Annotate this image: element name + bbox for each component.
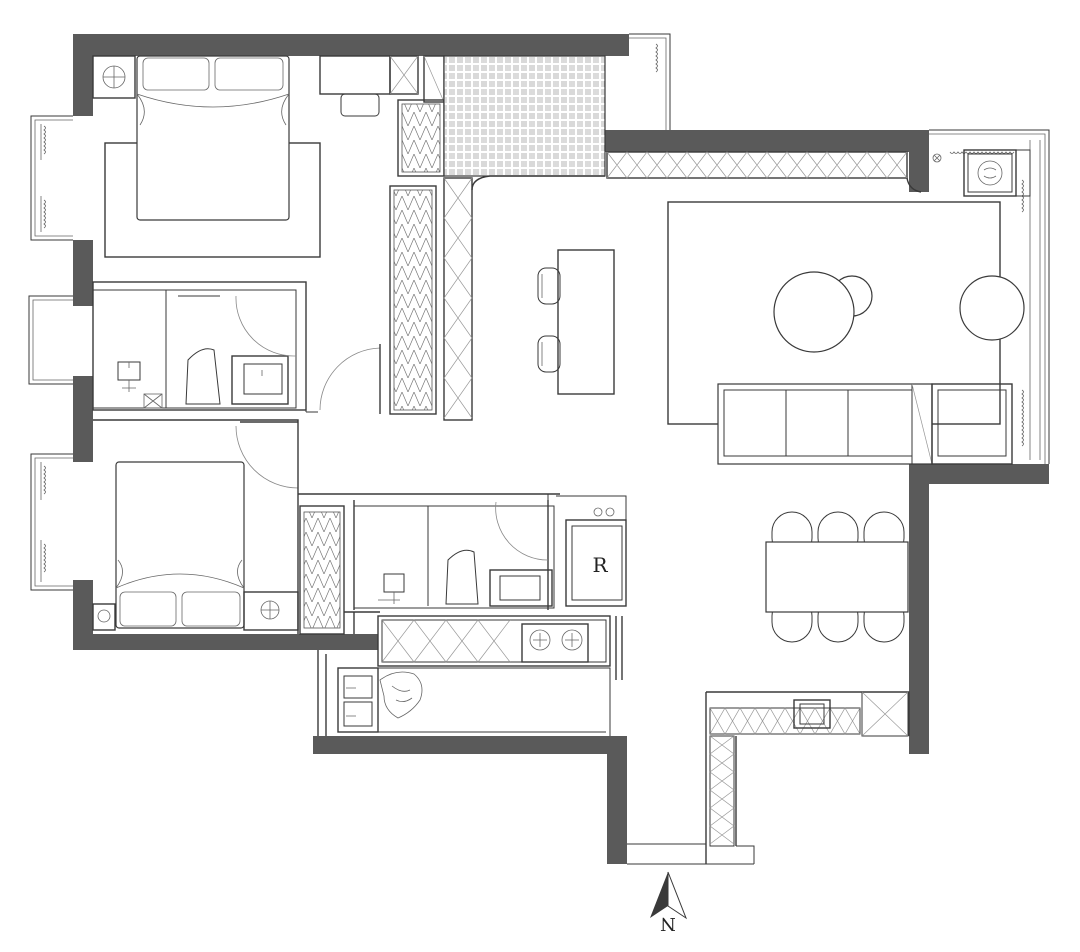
pillow xyxy=(181,591,241,627)
tiled-closet xyxy=(443,55,606,177)
cabinet xyxy=(389,55,419,95)
wardrobe-column xyxy=(389,99,473,421)
counter-top xyxy=(377,615,611,667)
armchair xyxy=(931,383,1013,465)
living-room xyxy=(606,151,1025,465)
shower-head xyxy=(383,573,405,593)
bar-area xyxy=(537,249,615,395)
door-swing xyxy=(319,347,381,411)
kitchen-sink xyxy=(337,667,379,733)
sink-vanity xyxy=(231,355,289,405)
window-right-balcony xyxy=(929,129,1050,464)
pillow xyxy=(119,591,177,627)
door-swing xyxy=(495,501,549,561)
chair xyxy=(340,93,380,117)
walls xyxy=(73,34,1049,864)
laundry-area xyxy=(932,149,1031,197)
pillow xyxy=(214,57,284,91)
windows xyxy=(28,33,1050,591)
sofa xyxy=(717,383,933,465)
bar-stool xyxy=(537,335,561,373)
sink-vanity xyxy=(489,569,553,607)
double-bed xyxy=(115,461,245,629)
nightstand xyxy=(92,55,136,99)
north-label: N xyxy=(660,913,676,934)
desk xyxy=(319,55,391,95)
nightstand xyxy=(92,603,116,631)
dining-area xyxy=(765,511,909,643)
plant xyxy=(379,671,423,719)
tv-cabinet xyxy=(606,151,908,179)
entry-sink xyxy=(793,699,831,729)
bedroom-2 xyxy=(92,419,345,635)
coffee-table xyxy=(773,271,855,353)
pillow xyxy=(142,57,210,91)
window-bay-2 xyxy=(28,295,73,385)
bedroom-1 xyxy=(92,55,445,258)
door-swing xyxy=(235,425,299,489)
bar-table xyxy=(557,249,615,395)
dining-table xyxy=(765,541,909,613)
north-arrow: N xyxy=(650,871,688,934)
kitchen xyxy=(317,615,623,736)
entry-cabinets xyxy=(627,691,910,865)
cooktop xyxy=(521,623,589,663)
fridge: R xyxy=(556,495,627,607)
nightstand xyxy=(243,591,299,631)
bathroom-2 xyxy=(298,493,560,634)
bathroom-1 xyxy=(92,281,307,411)
toilet xyxy=(445,549,479,605)
fridge-label: R xyxy=(592,553,608,577)
round-side-table xyxy=(959,275,1025,341)
wardrobe xyxy=(299,505,345,635)
window-bay-3 xyxy=(30,453,73,591)
window-top-right xyxy=(629,33,671,130)
double-bed xyxy=(136,55,290,221)
washing-machine xyxy=(963,149,1017,197)
washer-drum-icon xyxy=(977,160,1003,186)
window-bay-1 xyxy=(30,115,73,241)
door-swing xyxy=(235,295,297,357)
bar-stool xyxy=(537,267,561,305)
toilet xyxy=(185,348,221,405)
